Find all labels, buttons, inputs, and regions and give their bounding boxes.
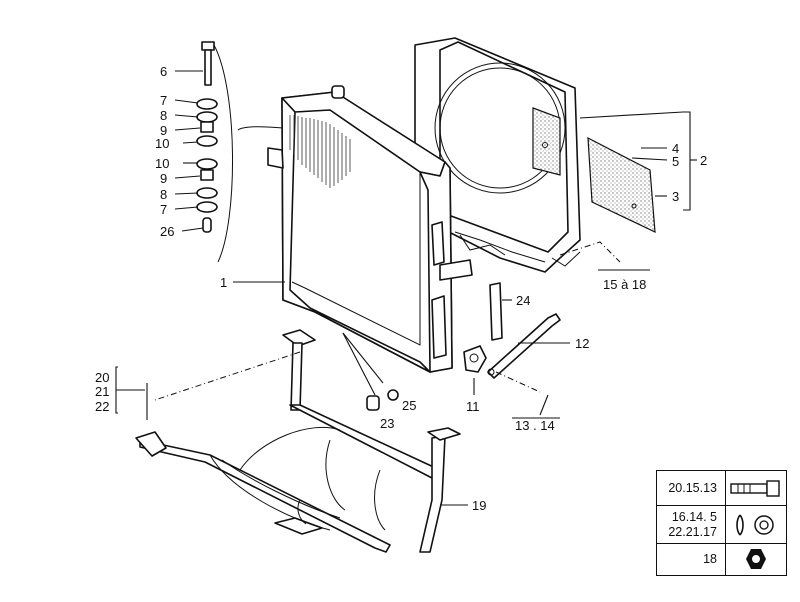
washer-icon [736, 514, 774, 536]
callout-8b: 8 [160, 187, 167, 202]
legend-ref-bolt: 20.15.13 [668, 481, 717, 495]
callout-7a: 7 [160, 93, 167, 108]
callout-19: 19 [472, 498, 486, 513]
hardware-legend: 20.15.13 16.14. 5 22.21.17 18 [656, 470, 787, 576]
sleeve [489, 282, 503, 341]
callout-15-18: 15 à 18 [603, 277, 646, 292]
legend-row-nut: 18 [657, 544, 786, 575]
callout-20: 20 [95, 370, 109, 385]
callout-1: 1 [220, 275, 227, 290]
callout-7b: 7 [160, 202, 167, 217]
legend-ref-washer-2: 22.21.17 [668, 525, 717, 539]
sensor [463, 345, 487, 373]
callout-9a: 9 [160, 123, 167, 138]
callout-3: 3 [672, 189, 679, 204]
callout-2: 2 [700, 153, 707, 168]
callout-26: 26 [160, 224, 174, 239]
tie-rod [487, 313, 561, 379]
mounting-stack [196, 41, 233, 263]
callout-9b: 9 [160, 171, 167, 186]
callout-labels: 1 2 3 4 5 6 7 8 9 10 10 9 8 7 26 24 12 1… [95, 64, 707, 513]
nut-icon [746, 549, 766, 569]
callout-21: 21 [95, 384, 109, 399]
radiator [237, 85, 473, 373]
bolt-icon [730, 480, 780, 497]
legend-row-washer: 16.14. 5 22.21.17 [657, 506, 786, 544]
drain-washer [387, 389, 399, 401]
callout-12: 12 [575, 336, 589, 351]
callout-25: 25 [402, 398, 416, 413]
callout-10b: 10 [155, 156, 169, 171]
callout-11: 11 [466, 399, 480, 414]
support-cradle [135, 329, 461, 553]
callout-4: 4 [672, 141, 679, 156]
callout-5: 5 [672, 154, 679, 169]
legend-row-bolt: 20.15.13 [657, 471, 786, 506]
drain-plug [366, 395, 380, 411]
callout-8a: 8 [160, 108, 167, 123]
callout-13-14: 13 . 14 [515, 418, 555, 433]
side-cover-plate [587, 136, 656, 233]
legend-ref-washer-1: 16.14. 5 [671, 510, 717, 524]
callout-24: 24 [516, 293, 530, 308]
callout-23: 23 [380, 416, 394, 431]
callout-22: 22 [95, 399, 109, 414]
callout-10a: 10 [155, 136, 169, 151]
legend-ref-nut: 18 [703, 552, 717, 566]
callout-6: 6 [160, 64, 167, 79]
leader-lines [115, 70, 697, 506]
